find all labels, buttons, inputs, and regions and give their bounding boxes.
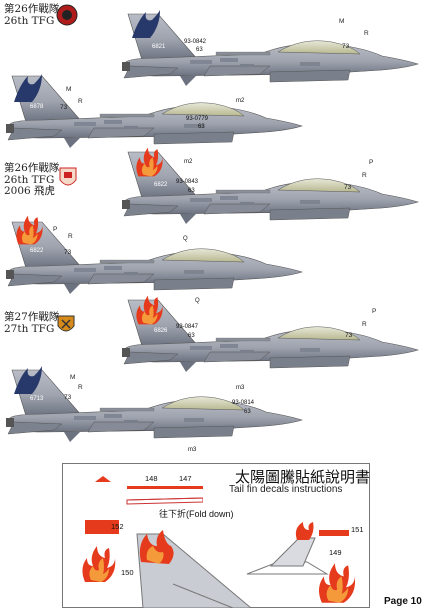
decal-strip-diagram [95,476,203,505]
tail-number-73: 73 [64,249,72,256]
decal-number: 150 [121,568,134,577]
tail-number: 6878 [30,104,44,110]
decal-number: 149 [329,548,342,557]
tail-letter: R [78,98,83,105]
station-label: m2 [184,159,193,165]
unit-label-2: 第26作戰隊 26th TFG 2006 飛虎 [4,162,60,198]
decal-number: 147 [179,474,192,483]
unit-cn: 第26作戰隊 [4,3,60,15]
tail-flame-icon [132,294,164,326]
code-number: 63 [196,47,203,53]
serial-number: 93-0779 [186,116,209,122]
tail-letter: P [372,308,377,315]
tail-fin-diagram [136,530,252,608]
tail-tiger-icon [14,366,42,394]
unit-cn: 第27作戰隊 [4,311,60,323]
unit-emblem-3 [57,315,75,332]
tail-number: 6821 [152,44,166,50]
station-label: Q [183,236,188,242]
unit-cn: 第26作戰隊 [4,162,60,174]
page-number: Page 10 [384,596,422,607]
flame-decal-icon [77,544,117,584]
aircraft-profile-6878: 6878 [4,66,304,151]
tail-letter: M [339,18,345,25]
unit-extra: 2006 飛虎 [4,185,56,197]
tail-flame-icon [12,214,44,246]
tail-letter: R [78,384,83,391]
station-label: m3 [236,385,245,391]
instructions-title-en: Tail fin decals instructions [229,484,343,495]
unit-label-1: 第26作戰隊 26th TFG [4,3,60,27]
decal-number: 148 [145,474,158,483]
unit-en: 27th TFG [4,322,55,335]
tail-tiger-icon [14,74,42,102]
tail-flame-icon [132,146,164,178]
red-decal-strip [85,520,119,534]
flame-decal-icon [313,560,357,606]
station-label: m2 [236,98,245,104]
serial-number: 93-0842 [184,39,207,45]
fold-down-label: 往下折(Fold down) [159,509,234,519]
serial-number: 93-0814 [232,400,255,406]
tail-number-73: 73 [64,394,72,401]
tail-number-73: 73 [342,43,350,50]
tail-number: 6822 [154,182,168,188]
unit-emblem-2 [59,167,77,186]
code-number: 63 [188,188,195,194]
aircraft-profile-6826: 6826 [120,290,420,375]
tail-number: 6826 [154,328,168,334]
code-number: 63 [198,124,205,130]
aircraft-profile-6822: 6822 [120,142,420,227]
station-label: Q [195,298,200,304]
tail-letter: P [369,159,374,166]
unit-label-3: 第27作戰隊 27th TFG [4,311,60,335]
aircraft-profile-6821: 6821 [120,4,420,89]
tail-letter: R [364,30,369,37]
tail-letter: M [66,86,72,93]
tail-letter: P [53,226,58,233]
station-label: m3 [188,447,197,453]
instructions-title-cn: 太陽圖騰貼紙說明書 [235,468,371,486]
tail-number-73: 73 [345,332,353,339]
aircraft-profile-6822-left: 6822 [4,212,304,297]
code-number: 63 [244,409,251,415]
aircraft-diagram [246,522,349,575]
tail-letter: M [70,374,76,381]
tail-letter: R [68,233,73,240]
tail-letter: R [362,172,367,179]
tail-tiger-icon [132,10,160,38]
tail-number: 6713 [30,396,44,402]
decal-number: 151 [351,525,364,534]
unit-en: 26th TFG [4,14,55,27]
serial-number: 93-0847 [176,324,199,330]
tail-letter: R [362,321,367,328]
unit-en: 26th TFG [4,173,55,186]
tail-number: 6822 [30,248,44,254]
tail-number-73: 73 [344,184,352,191]
decal-number: 152 [111,522,124,531]
tail-number-73: 73 [60,104,68,111]
tail-decal-instructions: 太陽圖騰貼紙說明書 Tail fin decals instructions 1… [62,463,370,608]
aircraft-profile-6713: 6713 [4,360,304,445]
unit-emblem-1 [56,4,78,26]
code-number: 63 [188,333,195,339]
serial-number: 93-0843 [176,179,199,185]
